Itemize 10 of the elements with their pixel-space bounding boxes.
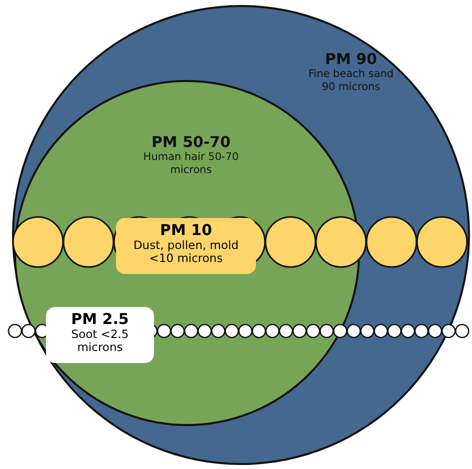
size-heading: PM 90 [324,51,378,68]
size-description: Human hair 50-70 microns [142,151,240,177]
size-description: Soot <2.5 microns [70,328,130,354]
size-description: Fine beach sand 90 microns [307,68,395,94]
label-card [46,307,154,363]
size-heading: PM 50-70 [150,134,232,151]
size-heading: PM 2.5 [70,311,130,328]
label-card [116,218,256,274]
size-heading: PM 10 [158,222,214,239]
size-description: Dust, pollen, mold <10 microns [132,239,240,265]
